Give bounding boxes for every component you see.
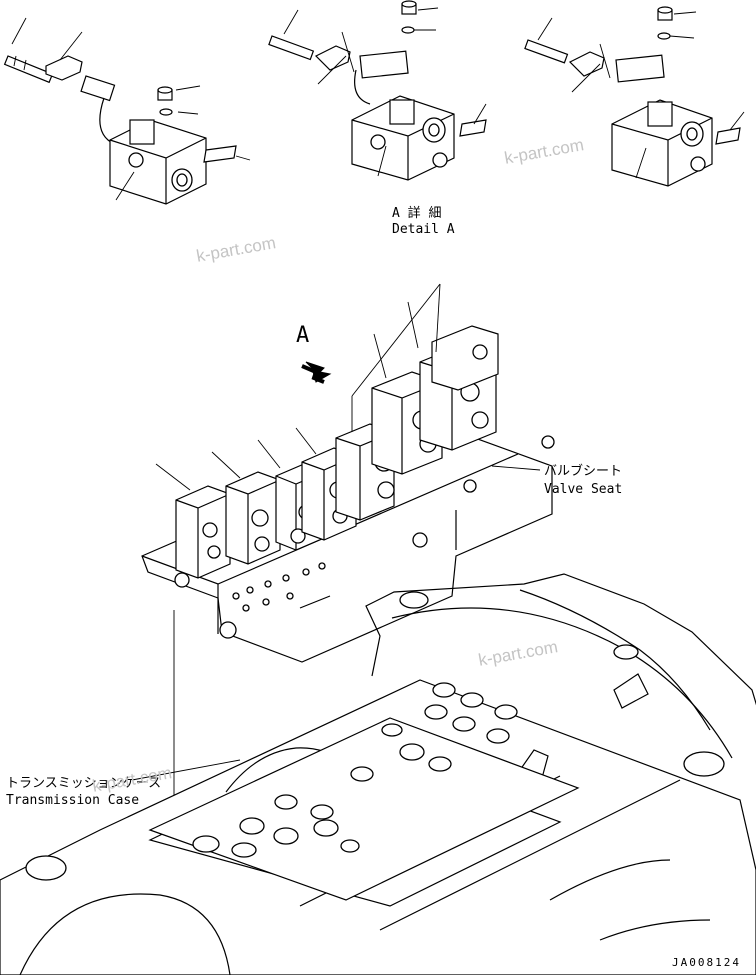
valve-seat-label-en: Valve Seat — [544, 482, 623, 497]
view-arrow-icon — [301, 361, 332, 384]
detail-title-jp: A 詳 細 — [392, 206, 442, 221]
clip — [314, 45, 351, 71]
drawing-number: JA008124 — [672, 956, 741, 969]
solenoid-valve — [611, 99, 713, 187]
leader-lines — [131, 283, 541, 840]
nameplate — [459, 119, 487, 137]
valve-block-1 — [175, 485, 231, 579]
clip — [568, 51, 605, 77]
detail-title-en: Detail A — [392, 222, 455, 237]
detail-assembly-3 — [524, 6, 745, 187]
bolt — [3, 55, 54, 84]
valve-seat-label-jp: バルブシート — [544, 464, 623, 479]
seat-bolt-holes — [232, 562, 326, 612]
transmission-case-label-en: Transmission Case — [6, 793, 140, 808]
nameplate — [715, 127, 741, 145]
clip — [45, 55, 83, 81]
view-marker-label: A — [296, 323, 310, 348]
small-plug — [657, 6, 673, 40]
plate-ports — [192, 682, 518, 858]
valve-block-8 — [431, 325, 499, 391]
nameplate — [203, 145, 237, 163]
solenoid-valve — [351, 95, 455, 181]
detail-assembly-1 — [3, 17, 251, 205]
solenoid-valve — [109, 119, 207, 205]
control-plate — [148, 682, 580, 901]
bolt — [268, 35, 315, 61]
valve-seat — [141, 425, 555, 663]
connector — [615, 54, 665, 83]
connector — [80, 75, 116, 102]
valve-block-2 — [225, 471, 281, 565]
bolt — [524, 39, 569, 64]
detail-assembly-2 — [268, 0, 487, 181]
small-plug — [401, 0, 417, 34]
transmission-case-label-jp: トランスミッションケース — [6, 776, 162, 791]
small-plug — [157, 86, 173, 116]
connector — [359, 50, 409, 79]
